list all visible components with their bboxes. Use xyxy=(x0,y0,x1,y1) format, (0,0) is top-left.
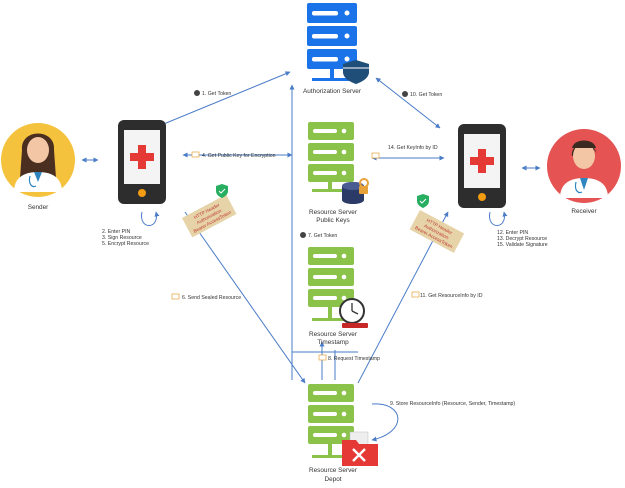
step-14-label: 14. Get KeyInfo by ID xyxy=(388,145,438,151)
sender-avatar: Sender xyxy=(1,123,75,211)
step-10: 10. Get Token xyxy=(402,91,442,98)
step-8-label: 8. Request Timestamp xyxy=(328,356,380,362)
step-11-label: 11. Get ResourceInfo by ID xyxy=(420,293,483,299)
step-4: 4. Get Public Key for Encryption xyxy=(191,151,276,159)
clock-icon xyxy=(339,298,368,328)
envelope-icon xyxy=(171,293,180,300)
authorization-server: Authorization Server xyxy=(303,3,369,95)
timestamp-label-line2: Timestamp xyxy=(317,339,349,346)
sender-action-1: 2. Enter PIN xyxy=(102,229,131,235)
envelope-icon xyxy=(371,152,380,159)
timestamp-label-line1: Resource Server xyxy=(309,331,358,338)
loop-sender xyxy=(141,211,160,226)
medical-cross-icon xyxy=(130,145,154,169)
step-8: 8. Request Timestamp xyxy=(318,354,380,362)
folder-x-icon xyxy=(342,431,378,466)
receiver-phone xyxy=(458,124,506,208)
shield-icon xyxy=(343,60,369,84)
step-11: 11. Get ResourceInfo by ID xyxy=(411,291,483,299)
sender-phone xyxy=(118,120,166,204)
resource-server-public-keys: Resource Server Public Keys xyxy=(308,122,369,224)
step-4-label: 4. Get Public Key for Encryption xyxy=(202,153,276,159)
token-icon xyxy=(194,90,200,96)
token-icon xyxy=(402,91,408,97)
resource-server-depot: Resource Server Depot xyxy=(308,384,378,483)
depot-label-line1: Resource Server xyxy=(309,467,358,474)
sender-header-tag: HTTP Header Authorization: Bearer Access… xyxy=(182,194,237,238)
step-7-label: 7. Get Token xyxy=(308,233,337,239)
step-1-label: 1. Get Token xyxy=(202,91,231,97)
sender-action-2: 3. Sign Resource xyxy=(102,235,142,241)
authorization-server-label: Authorization Server xyxy=(303,88,362,95)
medical-cross-icon xyxy=(470,149,494,173)
sender-action-3: 5. Encrypt Resource xyxy=(102,241,149,247)
loop-receiver xyxy=(489,211,508,226)
database-key-icon xyxy=(342,178,369,204)
step-14: 14. Get KeyInfo by ID xyxy=(371,145,438,159)
sender-actions: 2. Enter PIN 3. Sign Resource 5. Encrypt… xyxy=(102,229,149,247)
receiver-actions: 12. Enter PIN 13. Decrypt Resource 15. V… xyxy=(497,230,548,248)
depot-label-line2: Depot xyxy=(324,476,341,483)
sender-lock-shield-icon xyxy=(216,184,228,198)
envelope-icon xyxy=(411,291,420,298)
step-1: 1. Get Token xyxy=(194,90,231,97)
receiver-action-2: 13. Decrypt Resource xyxy=(497,236,547,242)
token-icon xyxy=(300,232,306,238)
step-6-label: 6. Send Sealed Resource xyxy=(182,295,241,301)
loop-depot xyxy=(371,403,399,442)
step-10-label: 10. Get Token xyxy=(410,92,442,98)
receiver-lock-shield-icon xyxy=(417,194,429,208)
receiver-action-1: 12. Enter PIN xyxy=(497,230,528,236)
step-6: 6. Send Sealed Resource xyxy=(171,293,241,301)
resource-server-timestamp: Resource Server Timestamp xyxy=(308,247,368,346)
step-9-label: 9. Store ResourceInfo (Resource, Sender,… xyxy=(390,401,515,407)
arrow-receiver-auth xyxy=(375,77,441,129)
public-keys-label-line1: Resource Server xyxy=(309,209,358,216)
step-7: 7. Get Token xyxy=(300,232,337,239)
arrow-sender-depot xyxy=(184,211,306,384)
receiver-label: Receiver xyxy=(571,208,597,215)
public-keys-label-line2: Public Keys xyxy=(316,217,349,224)
receiver-header-tag: HTTP Header Authorization: Bearer Access… xyxy=(409,210,465,253)
envelope-icon xyxy=(191,151,200,158)
arrow-sender-auth xyxy=(153,71,291,129)
envelope-icon xyxy=(318,354,327,361)
step-9: 9. Store ResourceInfo (Resource, Sender,… xyxy=(390,401,515,407)
receiver-avatar: Receiver xyxy=(547,129,621,215)
receiver-action-3: 15. Validate Signature xyxy=(497,242,548,248)
sender-label: Sender xyxy=(28,204,49,211)
